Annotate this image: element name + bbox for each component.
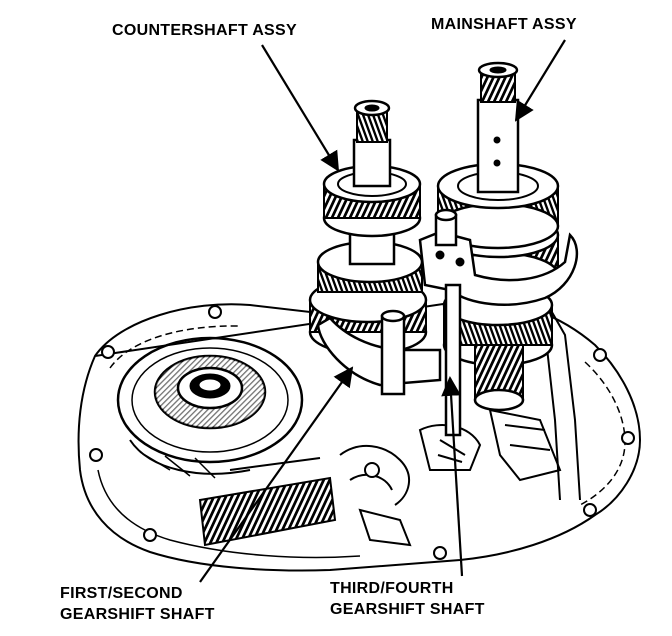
arrow-mainshaft xyxy=(514,39,566,122)
mainshaft-assy-label: MAINSHAFT ASSY xyxy=(431,16,577,33)
third-fourth-label-line-2: GEARSHIFT SHAFT xyxy=(330,601,485,618)
case-bolt-holes xyxy=(89,305,635,560)
countershaft-assy-label: COUNTERSHAFT ASSY xyxy=(112,22,297,39)
arrow-countershaft xyxy=(261,44,340,172)
callout-arrows xyxy=(199,39,566,583)
third-fourth-gearshift-shaft-label: THIRD/FOURTH GEARSHIFT SHAFT xyxy=(330,578,485,620)
arrow-first-second xyxy=(199,366,354,583)
third-fourth-label-line-1: THIRD/FOURTH xyxy=(330,580,454,597)
shift-linkage xyxy=(339,299,581,547)
lower-gear-sector xyxy=(198,457,337,547)
first-second-gearshift-shaft-label: FIRST/SECOND GEARSHIFT SHAFT xyxy=(60,583,215,625)
arrow-third-fourth xyxy=(441,376,464,577)
first-second-label-line-2: GEARSHIFT SHAFT xyxy=(60,606,215,623)
countershaft-assembly xyxy=(308,99,428,356)
first-second-label-line-1: FIRST/SECOND xyxy=(60,585,183,602)
differential-housing xyxy=(116,336,304,479)
